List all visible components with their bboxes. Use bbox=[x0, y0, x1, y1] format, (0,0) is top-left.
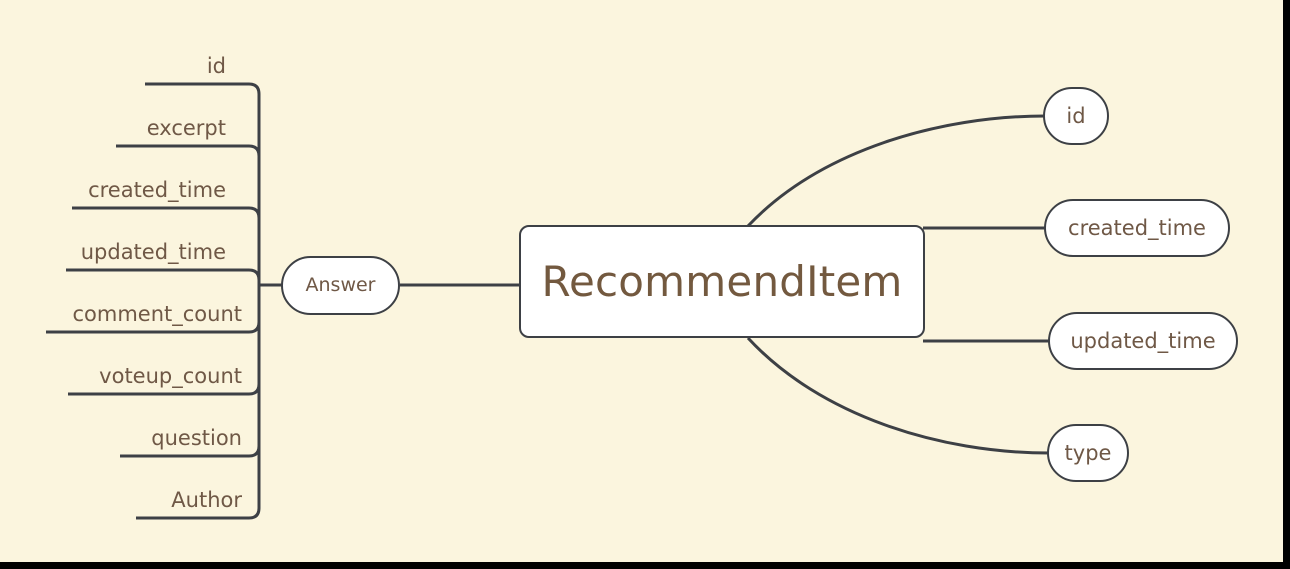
leaf-label-voteup-count: voteup_count bbox=[99, 364, 242, 388]
connector-left-created-time bbox=[72, 206, 261, 285]
node-updated-time[interactable]: updated_time bbox=[1048, 312, 1238, 370]
leaf-label-id: id bbox=[206, 54, 226, 78]
node-answer[interactable]: Answer bbox=[281, 256, 400, 315]
leaf-label-updated-time: updated_time bbox=[80, 240, 226, 264]
leaf-label-question: question bbox=[151, 426, 242, 450]
leaf-label-author: Author bbox=[171, 488, 242, 512]
connector-left-updated-time bbox=[66, 268, 261, 285]
frame-edge-right bbox=[1283, 0, 1290, 569]
leaf-label-excerpt: excerpt bbox=[146, 116, 226, 140]
connector-left-author bbox=[136, 285, 261, 520]
frame-edge-bottom bbox=[0, 562, 1290, 569]
leaf-label-comment-count: comment_count bbox=[72, 302, 242, 326]
leaf-label-created-time: created_time bbox=[88, 178, 226, 202]
connector-left-excerpt bbox=[116, 144, 261, 285]
node-created-time[interactable]: created_time bbox=[1044, 199, 1230, 257]
node-id[interactable]: id bbox=[1043, 87, 1109, 145]
connector-root-id bbox=[746, 114, 1046, 228]
node-recommenditem[interactable]: RecommendItem bbox=[519, 225, 925, 338]
node-type[interactable]: type bbox=[1047, 424, 1129, 482]
connector-root-type bbox=[746, 336, 1050, 455]
connector-left-id bbox=[145, 82, 261, 285]
